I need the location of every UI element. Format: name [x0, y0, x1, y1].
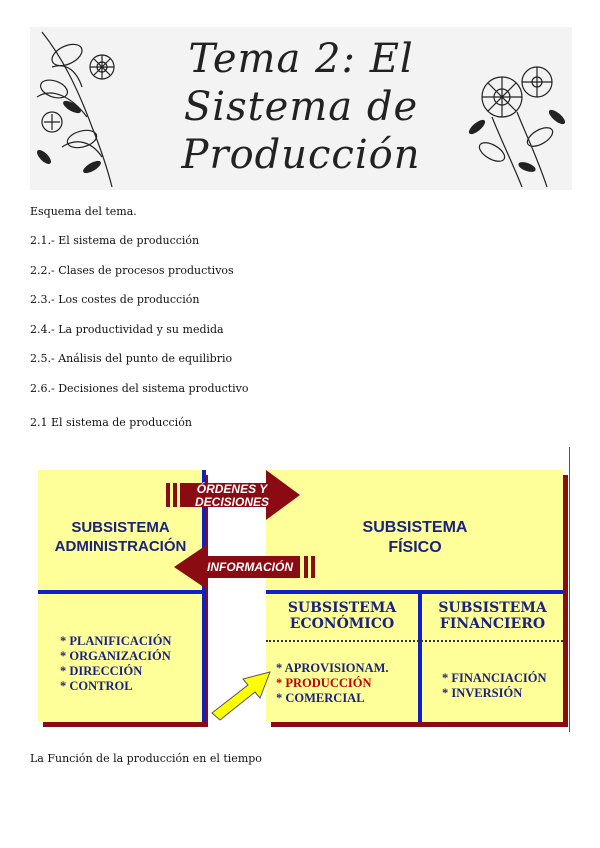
banner-title-line-2: Sistema de [183, 84, 419, 130]
outline-item: 2.6.- Decisiones del sistema productivo [30, 382, 249, 395]
list-item: * INVERSIÓN [442, 686, 523, 700]
admin-title-line-2: ADMINISTRACIÓN [54, 538, 187, 555]
list-item: * CONTROL [60, 679, 133, 693]
list-item-highlighted: * PRODUCCIÓN [276, 676, 372, 690]
list-item: * DIRECCIÓN [60, 664, 143, 678]
list-item: * FINANCIACIÓN [442, 671, 547, 685]
banner-title: Tema 2: El Sistema de Producción [30, 35, 572, 179]
fisico-title-line-1: SUBSISTEMA [362, 519, 468, 536]
title-banner: Tema 2: El Sistema de Producción [30, 27, 572, 190]
admin-subsystem-box [38, 470, 203, 722]
outline-item: 2.3.- Los costes de producción [30, 293, 200, 306]
economic-subsystem-title: SUBSISTEMA ECONÓMICO [266, 600, 418, 632]
outline-heading: Esquema del tema. [30, 205, 137, 218]
outline-item: 2.1.- El sistema de producción [30, 234, 200, 247]
physical-subsystem-box [266, 470, 563, 722]
admin-title-line-1: SUBSISTEMA [71, 519, 170, 536]
yellow-pointer-arrow-icon [211, 671, 271, 721]
banner-title-line-1: Tema 2: El [188, 36, 414, 82]
financiero-title-line-2: FINANCIERO [439, 616, 546, 632]
production-system-diagram: SUBSISTEMA ADMINISTRACIÓN SUBSISTEMA FÍS… [30, 460, 570, 728]
section-heading: 2.1 El sistema de producción [30, 416, 192, 429]
ordenes-arrow-label: ÓRDENES Y DECISIONES [182, 483, 282, 509]
economic-functions-list: * APROVISIONAM. * PRODUCCIÓN * COMERCIAL [276, 661, 389, 706]
outline-item: 2.5.- Análisis del punto de equilibrio [30, 352, 233, 365]
admin-divider [38, 590, 203, 594]
caption: La Función de la producción en el tiempo [30, 752, 262, 765]
physical-subsystem-title: SUBSISTEMA FÍSICO [330, 518, 500, 558]
page-margin-line [569, 447, 570, 732]
ordenes-line-2: DECISIONES [194, 495, 269, 509]
list-item: * PLANIFICACIÓN [60, 634, 172, 648]
dotted-separator [266, 640, 563, 642]
floral-illustration-right [468, 66, 566, 188]
informacion-arrow-icon [174, 544, 315, 590]
informacion-arrow-label: INFORMACIÓN [207, 560, 293, 574]
ordenes-arrow-icon [166, 470, 300, 520]
financial-functions-list: * FINANCIACIÓN * INVERSIÓN [442, 671, 547, 701]
admin-subsystem-title: SUBSISTEMA ADMINISTRACIÓN [38, 518, 203, 556]
fisico-title-line-2: FÍSICO [388, 539, 442, 556]
banner-title-line-3: Producción [181, 132, 421, 178]
diagram-arrows [166, 470, 315, 721]
list-item: * COMERCIAL [276, 691, 365, 705]
financial-subsystem-title: SUBSISTEMA FINANCIERO [422, 600, 563, 632]
admin-functions-list: * PLANIFICACIÓN * ORGANIZACIÓN * DIRECCI… [60, 634, 171, 694]
admin-right-border [202, 470, 206, 722]
physical-divider [266, 590, 563, 594]
list-item: * ORGANIZACIÓN [60, 649, 171, 663]
list-item: * APROVISIONAM. [276, 661, 389, 675]
outline-item: 2.2.- Clases de procesos productivos [30, 264, 234, 277]
econ-fin-divider [418, 594, 422, 722]
outline-item: 2.4.- La productividad y su medida [30, 323, 224, 336]
floral-illustration-left [36, 31, 115, 188]
financiero-title-line-1: SUBSISTEMA [438, 600, 547, 616]
economico-title-line-2: ECONÓMICO [289, 616, 395, 632]
economico-title-line-1: SUBSISTEMA [287, 600, 397, 616]
ordenes-line-1: ÓRDENES Y [196, 482, 268, 496]
